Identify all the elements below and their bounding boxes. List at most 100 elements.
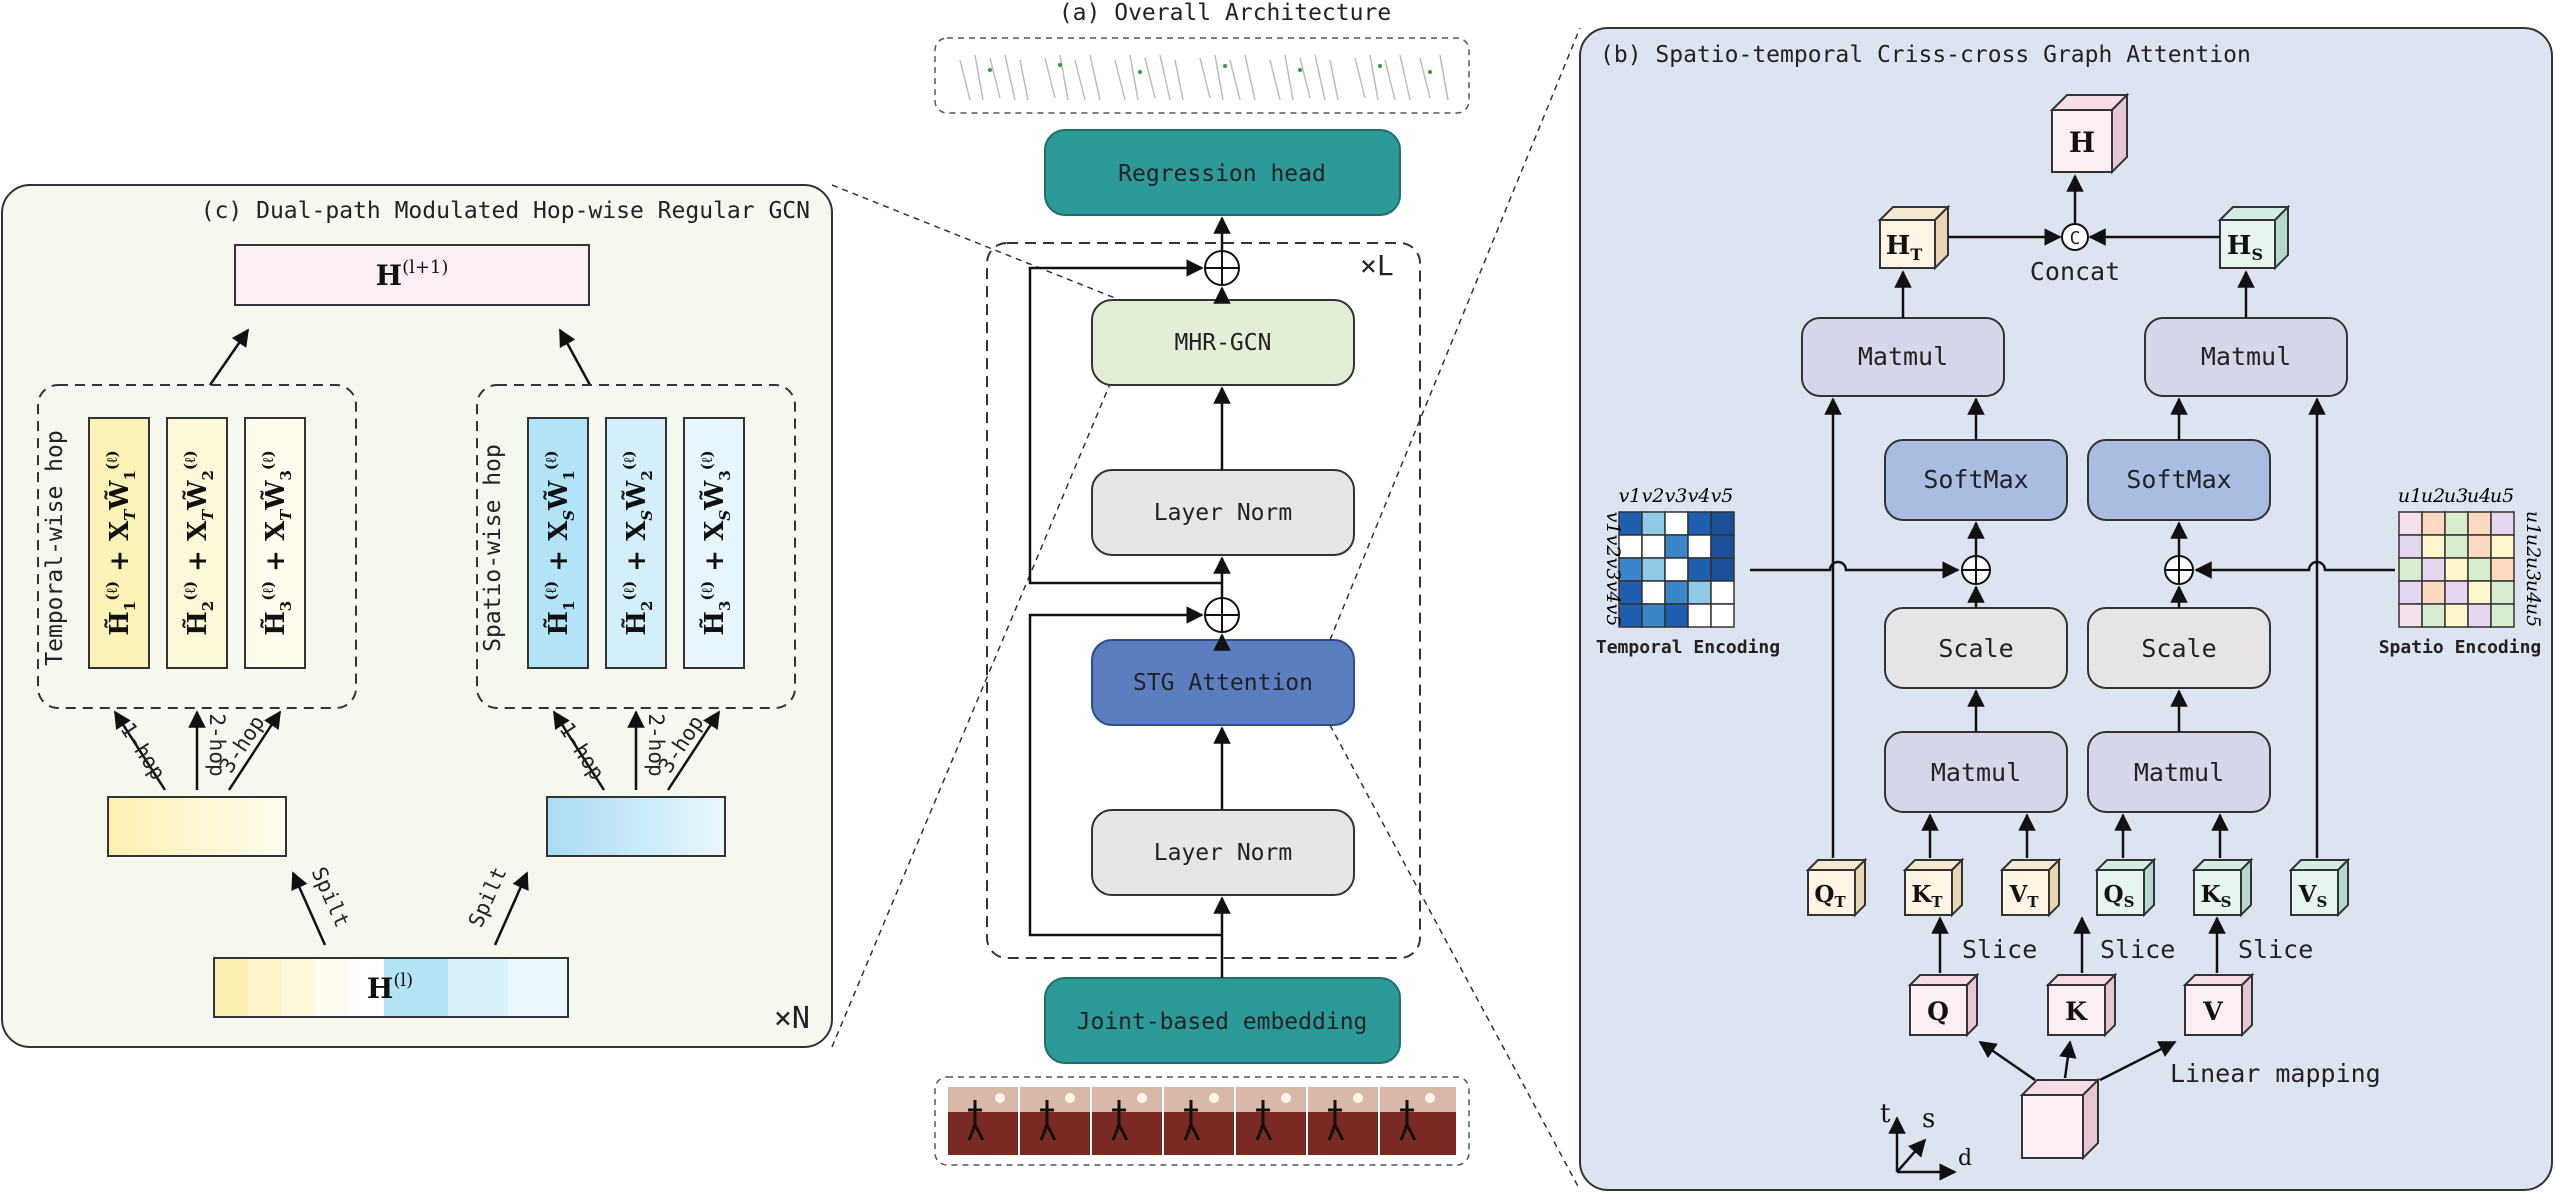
axis-d-label: d bbox=[1958, 1146, 1972, 1171]
spatio-cell-3 bbox=[683, 417, 745, 669]
temporal-cell-2-text: H̃2(ℓ) + XTW̃2(ℓ) bbox=[181, 450, 217, 636]
matrix-cell bbox=[1664, 580, 1689, 605]
matrix-cell bbox=[2467, 511, 2492, 536]
cube-vt bbox=[1999, 857, 2062, 918]
matrix-cell bbox=[2444, 511, 2469, 536]
regression-head-box bbox=[1044, 129, 1401, 216]
zoom-line-gcn-top bbox=[831, 184, 1116, 299]
cube-ks bbox=[2191, 857, 2254, 918]
arrow-temporal-to-output bbox=[208, 328, 250, 386]
residual-path-upper bbox=[1028, 259, 1222, 585]
arrow-temporal-3hop bbox=[227, 710, 282, 791]
regression-head-label: Regression head bbox=[1118, 161, 1326, 187]
matrix-cell bbox=[2490, 580, 2515, 605]
matrix-cell bbox=[2398, 580, 2423, 605]
cube-qs bbox=[2094, 857, 2157, 918]
cube-h bbox=[2049, 92, 2130, 175]
matrix-cell bbox=[1687, 603, 1712, 628]
temporal-col-label-1: v1 bbox=[1619, 485, 1642, 507]
slice-label-k: Slice bbox=[2100, 935, 2175, 964]
matrix-cell bbox=[2490, 603, 2515, 628]
cube-k bbox=[2045, 972, 2118, 1038]
matrix-cell bbox=[1664, 557, 1689, 582]
cube-ht bbox=[1877, 204, 1951, 271]
matrix-cell bbox=[1641, 557, 1666, 582]
axis-s bbox=[1896, 1138, 1927, 1173]
spatio-col-label-4: u4 bbox=[2467, 485, 2491, 507]
arrow-temporal-encoding bbox=[1750, 560, 1960, 579]
spatio-encoding-matrix bbox=[2398, 511, 2515, 628]
matrix-cell bbox=[2421, 580, 2446, 605]
pose-joints bbox=[988, 63, 1432, 74]
overall-repeat-label: ×L bbox=[1360, 249, 1394, 282]
gcn-output-box bbox=[234, 244, 590, 306]
temporal-col-label-2: v2 bbox=[1642, 485, 1665, 507]
spatio-hop-group bbox=[476, 384, 796, 709]
softmax-temporal-label: SoftMax bbox=[1923, 465, 2028, 494]
layer-norm-top-label: Layer Norm bbox=[1154, 500, 1292, 526]
temporal-row-labels: v1 v2 v3 v4 v5 bbox=[1602, 512, 1624, 627]
residual-path-lower bbox=[1028, 606, 1222, 937]
matrix-cell bbox=[1710, 534, 1735, 559]
temporal-feature-bar bbox=[107, 796, 287, 857]
matrix-cell bbox=[2398, 603, 2423, 628]
q-label: Q bbox=[1927, 997, 1949, 1026]
temporal-hop-group bbox=[37, 384, 357, 709]
matrix-cell bbox=[2467, 580, 2492, 605]
matrix-cell bbox=[2421, 534, 2446, 559]
spatio-col-label-3: u3 bbox=[2444, 485, 2468, 507]
cube-input bbox=[2019, 1077, 2101, 1161]
cube-vs bbox=[2288, 857, 2351, 918]
repeated-block bbox=[986, 242, 1421, 959]
cube-kt bbox=[1902, 857, 1965, 918]
mhr-gcn-label: MHR-GCN bbox=[1175, 330, 1272, 356]
spatio-cells: H̃1(ℓ) + XSW̃1(ℓ) H̃2(ℓ) + XSW̃2(ℓ) H̃3(… bbox=[527, 417, 745, 669]
matrix-cell bbox=[2398, 557, 2423, 582]
matrix-cell bbox=[2467, 603, 2492, 628]
arrow-spatio-3hop bbox=[666, 710, 721, 791]
spatio-feature-bar bbox=[546, 796, 726, 857]
spatio-row-labels: u1 u2 u3 u4 u5 bbox=[2522, 511, 2544, 627]
gcn-panel: (c) Dual-path Modulated Hop-wise Regular… bbox=[1, 184, 833, 1048]
cube-hs bbox=[2217, 204, 2291, 271]
gcn-input-bar bbox=[213, 957, 569, 1018]
pose-skeletons bbox=[959, 54, 1449, 101]
softmax-spatio-label: SoftMax bbox=[2126, 465, 2231, 494]
plus-icon bbox=[1205, 598, 1239, 632]
matrix-cell bbox=[1664, 511, 1689, 536]
attn-panel-title: (b) Spatio-temporal Criss-cross Graph At… bbox=[1600, 42, 2251, 68]
k-label: K bbox=[2065, 997, 2088, 1026]
arrow-input-to-k bbox=[2059, 1040, 2077, 1079]
axis-t-label: t bbox=[1880, 1099, 1891, 1129]
spatio-row-label-5: u5 bbox=[2522, 603, 2544, 627]
linear-mapping-label: Linear mapping bbox=[2170, 1059, 2381, 1088]
cube-q bbox=[1907, 972, 1980, 1038]
matrix-cell bbox=[1641, 534, 1666, 559]
temporal-encoding-label: Temporal Encoding bbox=[1596, 637, 1780, 658]
gcn-repeat-label: ×N bbox=[774, 1001, 810, 1036]
spatio-col-label-1: u1 bbox=[2398, 485, 2422, 507]
matrix-cell bbox=[2398, 534, 2423, 559]
matrix-cell bbox=[2467, 534, 2492, 559]
spatio-col-labels: u1 u2 u3 u4 u5 bbox=[2398, 485, 2514, 507]
layer-norm-bottom-label: Layer Norm bbox=[1154, 840, 1292, 866]
temporal-row-label-4: v4 bbox=[1602, 581, 1624, 604]
cube-v bbox=[2182, 972, 2255, 1038]
matrix-cell bbox=[1710, 603, 1735, 628]
temporal-row-label-2: v2 bbox=[1602, 535, 1624, 558]
video-frames bbox=[948, 1087, 1456, 1155]
spatio-hop2-label: 2-hop bbox=[644, 713, 668, 776]
matmul-temporal-top-label: Matmul bbox=[1858, 342, 1948, 371]
zoom-line-attn-top bbox=[1329, 27, 1581, 641]
matrix-cell bbox=[2444, 603, 2469, 628]
spatio-cell-1 bbox=[527, 417, 589, 669]
matrix-cell bbox=[2467, 557, 2492, 582]
matrix-cell bbox=[2421, 557, 2446, 582]
plus-icon bbox=[2165, 556, 2193, 584]
arrow-input-to-q bbox=[1978, 1040, 2036, 1082]
matrix-cell bbox=[2444, 534, 2469, 559]
arrow-split-spatio bbox=[493, 871, 529, 946]
matrix-cell bbox=[1710, 557, 1735, 582]
temporal-row-label-3: v3 bbox=[1602, 558, 1624, 581]
embedding-label: Joint-based embedding bbox=[1077, 1009, 1368, 1035]
